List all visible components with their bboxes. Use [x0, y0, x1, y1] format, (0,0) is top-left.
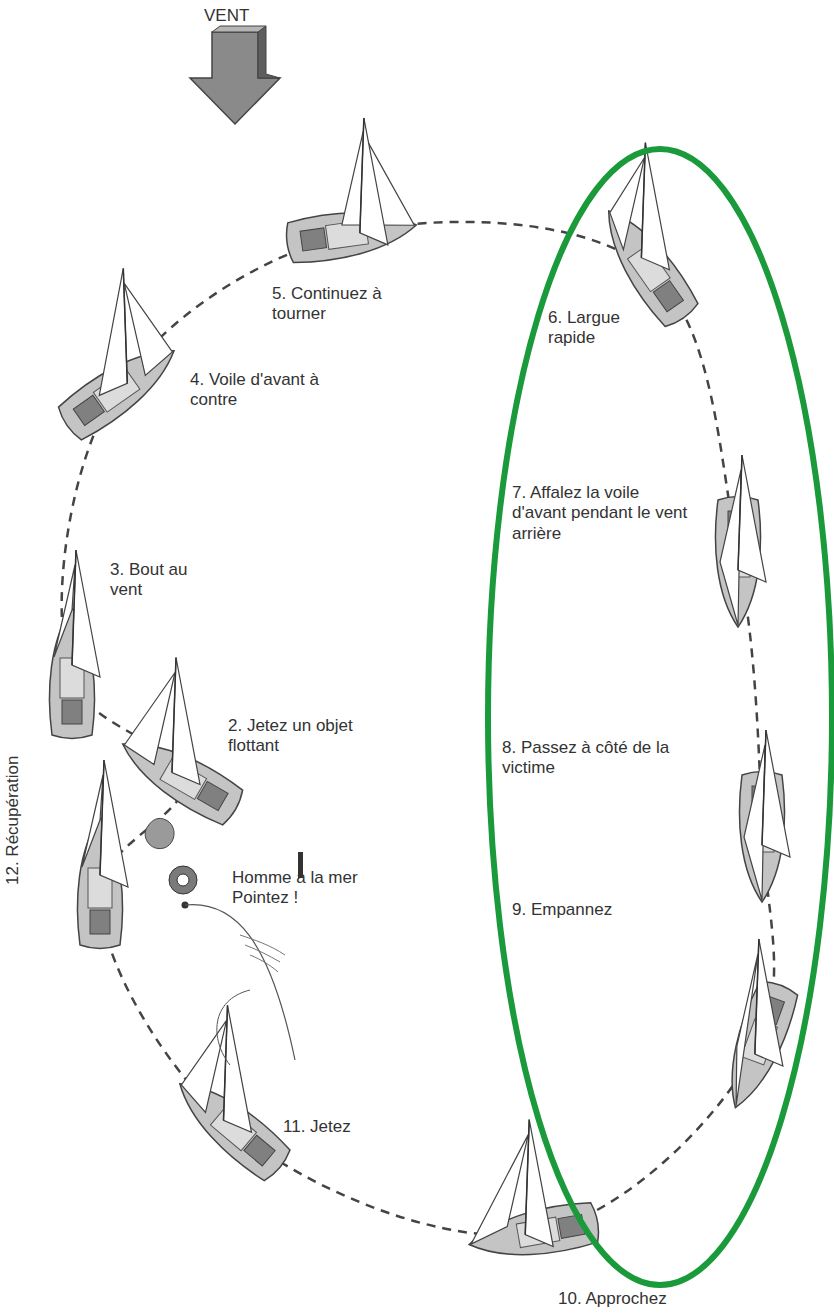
step-label: 2. Jetez un objet flottant — [228, 716, 398, 757]
step-label: 7. Affalez la voile d'avant pendant le v… — [512, 483, 692, 544]
main-sail — [360, 118, 388, 245]
main-sail — [99, 268, 127, 395]
sailboat — [590, 143, 702, 331]
sailboat — [284, 118, 419, 266]
splash-lines — [240, 935, 285, 972]
step-label: 10. Approchez — [558, 1289, 667, 1309]
sailboat — [77, 760, 128, 949]
main-sail — [762, 730, 790, 857]
sailboat — [165, 1005, 294, 1184]
mast — [123, 268, 127, 383]
mast — [755, 939, 759, 1054]
step-label: 3. Bout au vent — [110, 560, 220, 601]
jib-sail — [124, 673, 175, 765]
jib-sail — [124, 283, 172, 375]
jib-sail — [181, 1020, 226, 1112]
wind-arrow-top — [212, 26, 266, 32]
jib-sail — [720, 470, 741, 625]
step-label: 9. Empannez — [512, 900, 652, 920]
step-label: 8. Passez à côté de la victime — [502, 738, 692, 779]
main-sail — [641, 143, 669, 270]
cockpit — [300, 228, 327, 251]
highlight-ellipse — [488, 149, 832, 1285]
wind-arrow — [190, 26, 280, 124]
lifebuoy — [169, 866, 197, 894]
throw-line-coil — [217, 990, 250, 1065]
victim-label: Homme à la mer Pointez ! — [232, 868, 382, 909]
boats — [49, 118, 801, 1267]
mast — [224, 1005, 228, 1120]
wind-label: VENT — [204, 6, 249, 26]
main-sail — [100, 760, 128, 887]
sailboat — [54, 268, 187, 444]
jib-sail — [744, 745, 765, 900]
cockpit — [73, 395, 104, 425]
step-label: 6. Largue rapide — [548, 308, 658, 349]
mast — [641, 143, 645, 258]
sailboat — [49, 550, 100, 739]
track-line — [62, 222, 774, 1235]
sailboat — [739, 730, 790, 902]
mast — [172, 658, 176, 773]
cockpit — [197, 781, 228, 810]
jib-sail — [471, 1135, 528, 1245]
cockpit — [653, 281, 683, 312]
victim-area — [145, 818, 303, 1065]
mast — [72, 550, 76, 665]
mast — [738, 455, 742, 570]
main-sail — [72, 550, 100, 677]
wind-arrow-side — [258, 26, 280, 78]
jib-sail — [736, 954, 758, 1106]
step-label: 5. Continuez à tourner — [272, 284, 422, 325]
main-sail — [755, 939, 783, 1066]
cockpit — [90, 910, 110, 934]
mast — [525, 1120, 529, 1235]
main-sail — [525, 1120, 553, 1247]
throw-line — [185, 905, 295, 1060]
main-sail — [738, 455, 766, 582]
jib-sail — [54, 565, 75, 657]
main-sail — [172, 658, 200, 785]
mast — [762, 730, 766, 845]
jib-sail — [82, 775, 103, 867]
sailboat — [715, 455, 766, 627]
main-sail — [224, 1005, 252, 1132]
cockpit — [62, 700, 82, 724]
mast — [100, 760, 104, 875]
lifebuoy-hole — [177, 874, 189, 886]
cockpit — [244, 1135, 275, 1166]
step-label: 11. Jetez — [283, 1117, 403, 1137]
step-label: 4. Voile d'avant à contre — [190, 370, 340, 411]
boat-track — [62, 222, 774, 1235]
floating-object — [145, 818, 174, 848]
sailboat — [111, 658, 247, 829]
sailboat — [465, 1120, 601, 1267]
step-label: 12. Récupération — [3, 756, 23, 885]
mast — [360, 118, 364, 233]
